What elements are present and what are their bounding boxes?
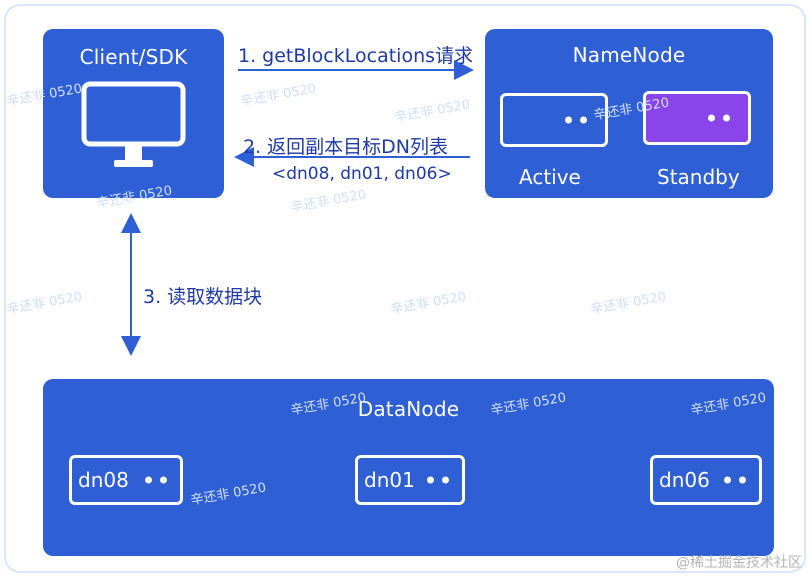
step2-list-label: <dn08, dn01, dn06> <box>272 164 452 184</box>
dot <box>739 476 746 484</box>
monitor-icon <box>81 81 186 167</box>
status-dots <box>145 476 167 484</box>
datanode-label: dn08 <box>78 468 129 492</box>
datanode-label: dn01 <box>364 468 415 492</box>
dot <box>708 114 715 122</box>
client-title: Client/SDK <box>79 45 188 69</box>
status-dots <box>427 476 449 484</box>
namenode-box: NameNode Active Standby <box>485 29 773 198</box>
datanode-box: DataNode dn08 dn01 dn06 <box>43 379 774 556</box>
dot <box>724 476 731 484</box>
datanode-card-dn01: dn01 <box>355 455 465 505</box>
footer-credit: @稀土掘金技术社区 <box>676 555 802 571</box>
status-dots <box>565 116 587 124</box>
client-sdk-box: Client/SDK <box>43 29 224 198</box>
namenode-active-card <box>500 93 608 147</box>
dot <box>145 476 152 484</box>
step3-label: 3. 读取数据块 <box>143 286 263 308</box>
dot <box>565 116 572 124</box>
dot <box>160 476 167 484</box>
datanode-card-dn06: dn06 <box>650 455 762 505</box>
datanode-card-dn08: dn08 <box>69 455 183 505</box>
step1-label: 1. getBlockLocations请求 <box>238 45 474 67</box>
status-dots <box>708 114 730 122</box>
standby-label: Standby <box>657 165 740 189</box>
active-label: Active <box>519 165 581 189</box>
namenode-title: NameNode <box>572 43 686 67</box>
datanode-label: dn06 <box>659 468 710 492</box>
dot <box>723 114 730 122</box>
dot <box>427 476 434 484</box>
step2-label: 2. 返回副本目标DN列表 <box>243 136 449 158</box>
namenode-standby-card <box>643 91 751 145</box>
datanode-title: DataNode <box>357 397 460 421</box>
dot <box>442 476 449 484</box>
status-dots <box>724 476 746 484</box>
dot <box>580 116 587 124</box>
